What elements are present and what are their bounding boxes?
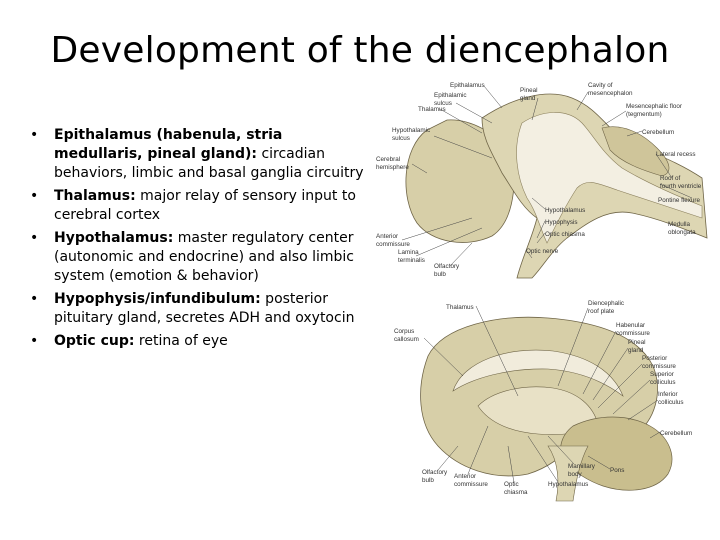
label-epithalamic-sulcus-2: sulcus	[434, 100, 452, 107]
bullet-list: • Epithalamus (habenula, stria medullaris…	[28, 126, 373, 355]
label-habenular-2: commissure	[616, 330, 650, 337]
label-medulla: Medulla	[668, 221, 691, 228]
bullet-icon: •	[30, 127, 39, 143]
bullet-item: • Hypophysis/infundibulum: posterior pitu…	[28, 290, 373, 328]
label-mamillary-body: Mamillary	[568, 463, 596, 470]
bullet-text: major relay of sensory input to cerebral…	[54, 188, 356, 223]
label-cerebellum-2: Cerebellum	[660, 430, 692, 437]
bullet-term: Thalamus:	[54, 188, 136, 204]
label-cerebellum: Cerebellum	[642, 129, 674, 136]
slide-title: Development of the diencephalon	[50, 30, 670, 71]
bullet-text: posterior pituitary gland, secretes ADH …	[54, 291, 355, 326]
label-cerebral-hemisphere-2: hemisphere	[376, 164, 409, 171]
label-hypothalamic-sulcus-2: sulcus	[392, 135, 410, 142]
label-roof-2: fourth ventricle	[660, 183, 702, 190]
label-pontine-flexure: Pontine flexure	[658, 197, 701, 204]
label-anterior-commissure-b: Anterior	[454, 473, 476, 480]
bullet-icon: •	[30, 230, 39, 246]
bullet-text: circadian behaviors, limbic and basal ga…	[54, 146, 364, 181]
label-superior-colliculus-2: colliculus	[650, 379, 676, 386]
label-thalamus: Thalamus	[418, 106, 446, 113]
label-pineal: Pineal	[520, 87, 538, 94]
label-corpus-callosum-2: callosum	[394, 336, 419, 343]
label-epithalamic-sulcus: Epithalamic	[434, 92, 467, 99]
label-pineal-gland: Pineal	[628, 339, 646, 346]
label-olfactory-bulb-2: bulb	[434, 271, 446, 278]
label-hypophysis: Hypophysis	[545, 219, 578, 226]
cerebellum-shape	[601, 126, 670, 177]
label-optic-chiasma-b-2: chiasma	[504, 489, 528, 496]
label-epithalamus: Epithalamus	[450, 82, 485, 89]
label-cerebral-hemisphere: Cerebral	[376, 156, 400, 163]
bullet-item: • Optic cup: retina of eye	[28, 332, 373, 351]
label-anterior-commissure: Anterior	[376, 233, 398, 240]
ventricle-cavity-shape	[516, 112, 703, 244]
label-corpus-callosum: Corpus	[394, 328, 414, 335]
label-lamina-2: terminalis	[398, 257, 425, 264]
corpus-callosum-shape	[452, 349, 624, 397]
label-cavity: Cavity of	[588, 82, 613, 89]
bullet-text: retina of eye	[134, 333, 228, 349]
label-inferior-colliculus-2: colliculus	[658, 399, 684, 406]
label-anterior-commissure-2: commissure	[376, 241, 410, 248]
label-posterior-commissure: Posterior	[642, 355, 667, 362]
label-mes-floor: Mesencephalic floor	[626, 103, 682, 110]
bullet-term: Optic cup:	[54, 333, 135, 349]
bullet-term: Epithalamus (habenula, stria medullaris,…	[54, 127, 283, 162]
label-olfactory-2: bulb	[422, 477, 434, 484]
label-posterior-commissure-2: commissure	[642, 363, 676, 370]
label-diencephalic-roof-2: roof plate	[588, 308, 615, 315]
label-habenular: Habenular	[616, 322, 645, 329]
label-pineal-2: gland	[520, 95, 536, 102]
label-thalamus-2: Thalamus	[446, 304, 474, 311]
label-inferior-colliculus: Inferior	[658, 391, 678, 398]
label-pineal-gland-2: gland	[628, 347, 644, 354]
label-roof: Roof of	[660, 175, 681, 182]
label-olfactory: Olfactory	[422, 469, 448, 476]
bullet-icon: •	[30, 291, 39, 307]
label-optic-chiasma-b: Optic	[504, 481, 519, 488]
embryonic-brain-figure: Epithalamus Epithalamic sulcus Pineal gl…	[376, 82, 708, 279]
label-superior-colliculus: Superior	[650, 371, 674, 378]
bullet-term: Hypothalamus:	[54, 230, 174, 246]
bullet-item: • Hypothalamus: master regulatory center …	[28, 229, 373, 286]
bullet-text: master regulatory center (autonomic and …	[54, 230, 355, 284]
label-mamillary-body-2: body	[568, 471, 583, 478]
adult-brain-figure: Thalamus Diencephalic roof plate Corpus …	[394, 300, 692, 502]
label-hypothalamus-b: Hypothalamus	[548, 481, 588, 488]
bullet-item: • Thalamus: major relay of sensory input …	[28, 187, 373, 225]
label-pons: Pons	[610, 467, 624, 474]
label-mes-floor-2: (tegmentum)	[626, 111, 662, 118]
label-medulla-2: oblongata	[668, 229, 696, 236]
bullet-item: • Epithalamus (habenula, stria medullaris…	[28, 126, 373, 183]
label-lateral-recess: Lateral recess	[656, 151, 696, 158]
bullet-icon: •	[30, 333, 39, 349]
stem-shape	[547, 445, 589, 502]
label-optic-chiasma: Optic chiasma	[545, 231, 585, 238]
label-optic-nerve: Optic nerve	[526, 248, 559, 255]
label-cavity-2: mesencephalon	[588, 90, 633, 97]
bullet-term: Hypophysis/infundibulum:	[54, 291, 261, 307]
label-lamina: Lamina	[398, 249, 419, 256]
label-olfactory-bulb: Olfactory	[434, 263, 460, 270]
label-anterior-commissure-b-2: commissure	[454, 481, 488, 488]
label-hypothalamus: Hypothalamus	[545, 207, 585, 214]
label-hypothalamic-sulcus: Hypothalamic	[392, 127, 430, 134]
label-diencephalic-roof: Diencephalic	[588, 300, 624, 307]
bullet-icon: •	[30, 188, 39, 204]
